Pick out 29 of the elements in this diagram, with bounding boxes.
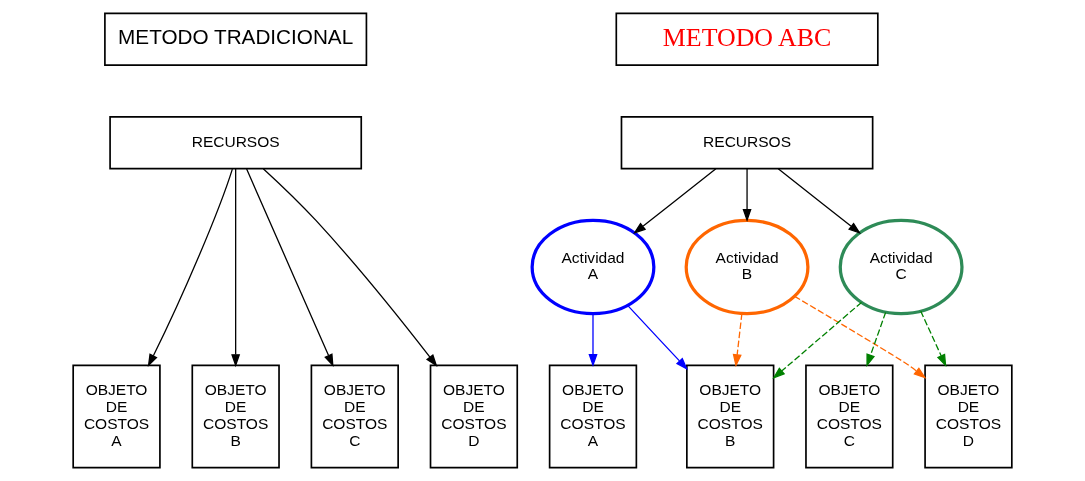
node-box: METODO TRADICIONAL	[104, 12, 368, 66]
arrow	[627, 304, 689, 371]
node-box: OBJETO DE COSTOS A	[548, 364, 638, 469]
node-ellipse: Actividad C	[838, 218, 964, 316]
arrow	[147, 168, 233, 367]
arrow	[866, 311, 887, 367]
node-box: OBJETO DE COSTOS C	[805, 364, 894, 469]
arrow	[772, 301, 863, 380]
arrow	[633, 168, 717, 235]
arrow	[262, 168, 438, 367]
node-box: METODO ABC	[615, 12, 879, 66]
node-box: OBJETO DE COSTOS C	[310, 364, 399, 469]
arrow	[777, 168, 861, 235]
node-box: OBJETO DE COSTOS B	[191, 364, 280, 469]
arrow	[588, 313, 598, 367]
node-box: RECURSOS	[620, 116, 874, 170]
node-box: OBJETO DE COSTOS A	[72, 364, 161, 469]
node-box: OBJETO DE COSTOS D	[429, 364, 519, 469]
node-box: RECURSOS	[109, 116, 363, 170]
node-box: OBJETO DE COSTOS B	[686, 364, 775, 469]
arrow	[246, 168, 334, 367]
node-box: OBJETO DE COSTOS D	[924, 364, 1013, 469]
arrow	[920, 310, 947, 368]
arrow	[742, 168, 752, 222]
arrow	[732, 312, 743, 368]
node-ellipse: Actividad A	[530, 218, 656, 316]
arrow	[793, 295, 927, 379]
node-ellipse: Actividad B	[684, 218, 810, 316]
arrow	[231, 168, 241, 368]
